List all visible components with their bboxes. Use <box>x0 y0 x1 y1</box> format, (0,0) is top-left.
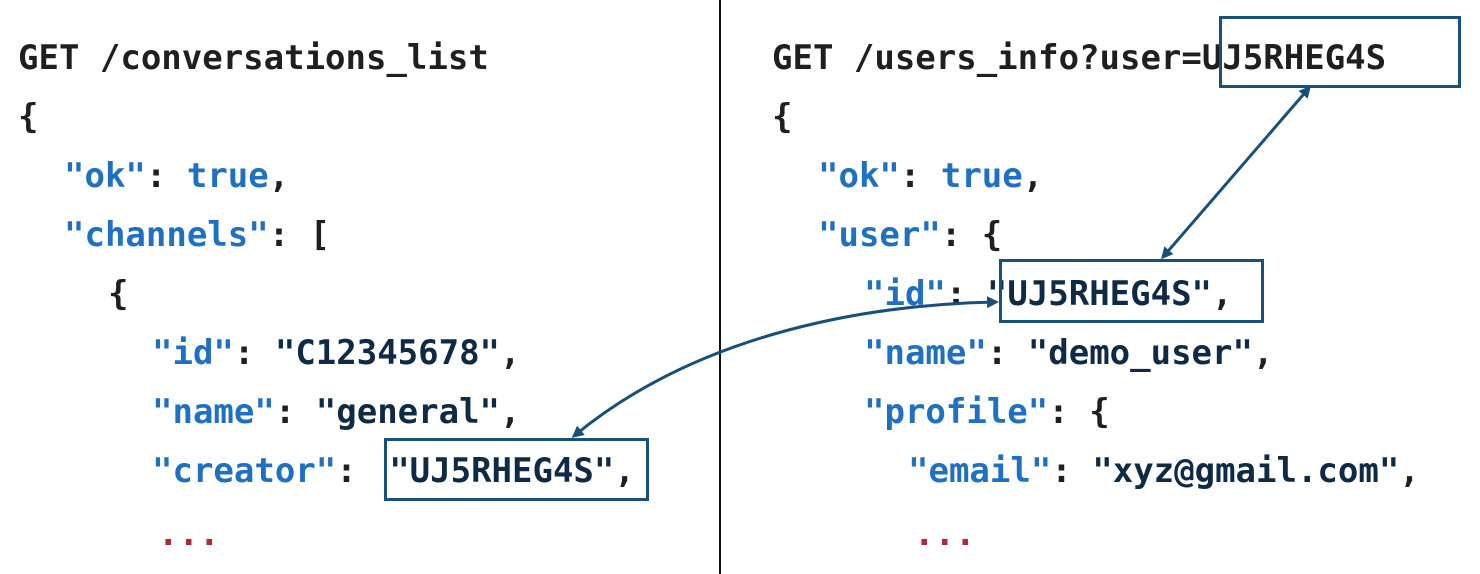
left-ok-line: "ok": true, <box>64 156 290 196</box>
left-item-open: { <box>108 274 129 314</box>
left-open-brace: { <box>18 97 39 137</box>
right-id-value: "UJ5RHEG4S" <box>986 274 1213 314</box>
left-request: GET /conversations_list <box>18 38 489 78</box>
right-request-path: GET /users_info?user <box>772 38 1182 78</box>
right-user-key: "user" <box>818 215 941 255</box>
left-id-value: "C12345678" <box>274 333 501 373</box>
right-request-line: GET /users_info?user=UJ5RHEG4S <box>772 38 1386 78</box>
arrow-creator-to-user-id <box>571 296 999 438</box>
left-ok-key: "ok" <box>64 156 146 196</box>
right-profile-open: { <box>1089 392 1110 432</box>
right-id-line: "id": "UJ5RHEG4S", <box>864 274 1233 314</box>
right-ok-key: "ok" <box>818 156 900 196</box>
left-channels-key: "channels" <box>64 215 269 255</box>
left-channels-line: "channels": [ <box>64 215 331 255</box>
right-ok-value: true <box>940 156 1023 196</box>
right-ok-line: "ok": true, <box>818 156 1044 196</box>
right-id-highlight-box <box>999 259 1264 323</box>
panel-divider <box>719 0 721 574</box>
left-channels-open: [ <box>309 215 331 255</box>
left-ellipsis-line: ... <box>158 514 219 554</box>
right-user-line: "user": { <box>818 215 1003 255</box>
left-creator-line: "creator": "UJ5RHEG4S", <box>152 451 635 491</box>
left-creator-key: "creator" <box>152 451 337 491</box>
right-user-open: { <box>981 215 1003 255</box>
right-email-line: "email": "xyz@gmail.com", <box>908 451 1420 491</box>
left-creator-value: "UJ5RHEG4S" <box>389 451 615 491</box>
right-ellipsis: ... <box>914 514 976 554</box>
arrow-user-id-to-request-param <box>1161 85 1311 260</box>
left-ok-value: true <box>186 156 269 196</box>
right-email-key: "email" <box>908 451 1052 491</box>
left-ellipsis: ... <box>158 514 220 554</box>
right-request-param: =UJ5RHEG4S <box>1181 38 1387 78</box>
left-name-key: "name" <box>152 392 275 432</box>
left-creator-highlight-box <box>384 438 649 501</box>
right-open-brace: { <box>772 97 793 137</box>
right-email-value: "xyz@gmail.com" <box>1092 451 1400 491</box>
right-name-value: "demo_user" <box>1027 333 1253 373</box>
left-id-line: "id": "C12345678", <box>152 333 521 373</box>
right-request-param-highlight-box <box>1219 16 1461 88</box>
left-id-key: "id" <box>152 333 234 373</box>
left-name-line: "name": "general", <box>152 392 521 432</box>
left-name-value: "general" <box>315 392 501 432</box>
right-ellipsis-line: ... <box>914 514 975 554</box>
left-request-line: GET /conversations_list <box>18 38 489 78</box>
